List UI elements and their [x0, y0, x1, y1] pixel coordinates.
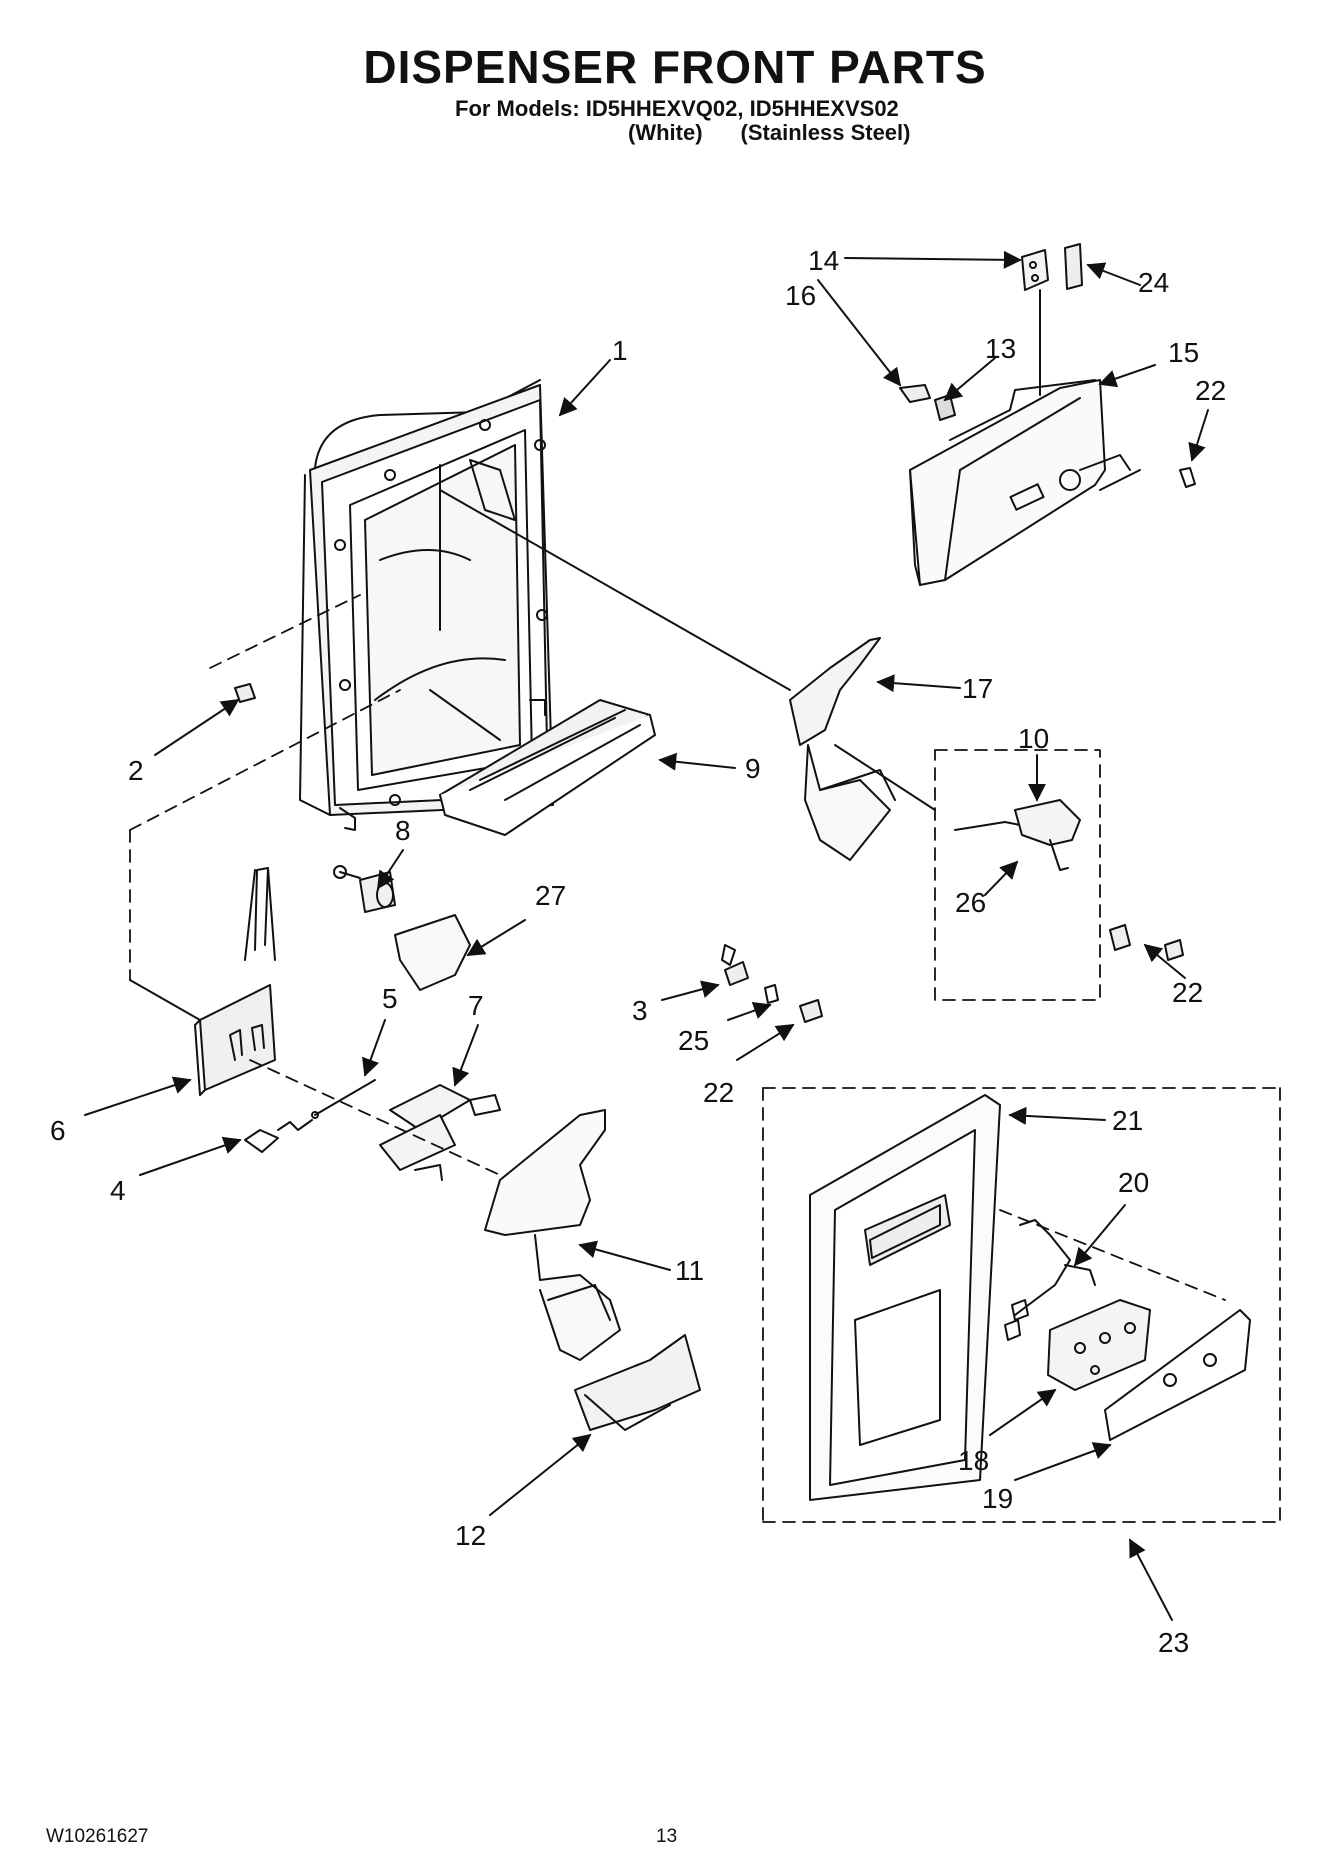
variant-white: (White): [628, 120, 703, 145]
callout-25: 25: [678, 1025, 709, 1056]
wiring-harness-part: [1004, 1219, 1096, 1341]
callout-13: 13: [985, 333, 1016, 364]
water-paddle-part: [484, 1109, 621, 1361]
switch-kit-part: [954, 799, 1131, 951]
callout-27: 27: [535, 880, 566, 911]
callout-10: 10: [1018, 723, 1049, 754]
callout-18: 18: [958, 1445, 989, 1476]
callout-3: 3: [632, 995, 648, 1026]
spring-clip-part: [721, 944, 779, 1004]
callout-2: 2: [128, 755, 144, 786]
drip-tray-part: [439, 699, 656, 836]
model-variants: (White) (Stainless Steel): [628, 120, 910, 146]
callout-14: 14: [808, 245, 839, 276]
document-number: W10261627: [46, 1826, 149, 1847]
top-bracket-assembly: [899, 243, 1196, 586]
control-board-part: [1047, 1299, 1251, 1441]
variant-stainless: (Stainless Steel): [740, 120, 911, 145]
ice-paddle-part: [789, 637, 896, 861]
dispenser-housing-part: [299, 379, 554, 831]
actuator-rod-part: [244, 1079, 501, 1181]
callout-11: 11: [675, 1255, 704, 1286]
callout-5: 5: [382, 983, 398, 1014]
callout-8: 8: [395, 815, 411, 846]
callout-24: 24: [1138, 267, 1169, 298]
callout-22-right: 22: [1172, 977, 1203, 1008]
mounting-screws: [234, 683, 1184, 1023]
models-line: For Models: ID5HHEXVQ02, ID5HHEXVS02: [455, 96, 899, 121]
callout-22-middle: 22: [703, 1077, 734, 1108]
callout-1: 1: [612, 335, 628, 366]
callout-15: 15: [1168, 337, 1199, 368]
callout-17: 17: [962, 673, 993, 704]
callout-26: 26: [955, 887, 986, 918]
callout-12: 12: [455, 1520, 486, 1551]
callout-4: 4: [110, 1175, 126, 1206]
callout-22-top: 22: [1195, 375, 1226, 406]
ice-chute-funnel-part: [574, 1334, 701, 1431]
callout-6: 6: [50, 1115, 66, 1146]
solenoid-part: [333, 865, 471, 991]
page-title: DISPENSER FRONT PARTS: [363, 41, 987, 93]
callout-7: 7: [468, 990, 484, 1021]
callout-16: 16: [785, 280, 816, 311]
callout-21: 21: [1112, 1105, 1143, 1136]
page-number: 13: [656, 1826, 678, 1847]
dispenser-motor-part: [194, 867, 276, 1096]
callout-20: 20: [1118, 1167, 1149, 1198]
callout-23: 23: [1158, 1627, 1189, 1658]
callout-19: 19: [982, 1483, 1013, 1514]
callout-9: 9: [745, 753, 761, 784]
front-panel-part: [809, 1094, 1001, 1501]
